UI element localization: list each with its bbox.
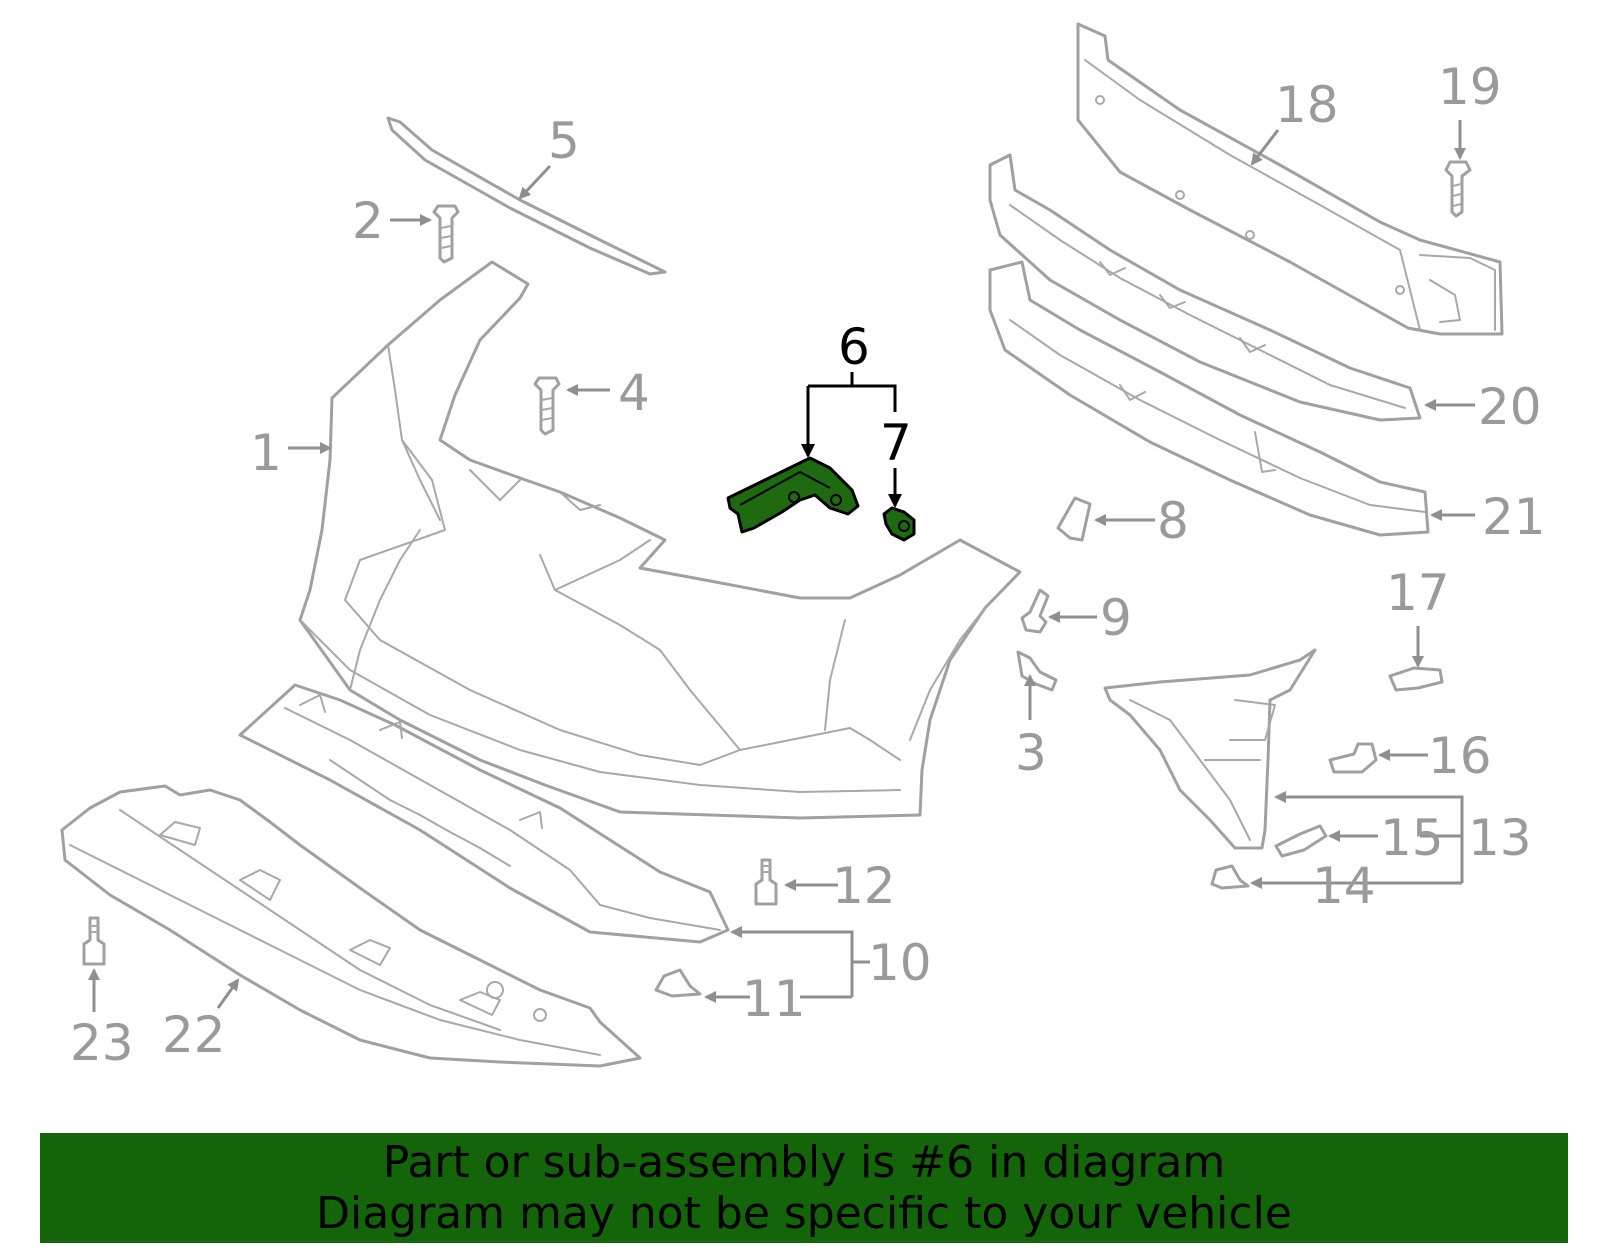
callout-8: 8 [1157,492,1189,550]
callout-7: 7 [880,414,912,472]
info-banner: Part or sub-assembly is #6 in diagram Di… [40,1133,1568,1243]
callout-16: 16 [1428,727,1492,785]
part-8-clip [1056,496,1092,542]
part-5-molding [386,116,667,276]
callout-22: 22 [162,1006,226,1064]
callout-6: 6 [838,318,870,376]
callout-13: 13 [1468,809,1532,867]
callout-5: 5 [548,112,580,170]
callout-15: 15 [1380,809,1444,867]
callout-21: 21 [1482,488,1546,546]
callout-2: 2 [352,192,384,250]
callout-4: 4 [618,364,650,422]
part-11-clip [654,968,702,998]
callout-18: 18 [1275,76,1339,134]
part-12-bolt [754,858,778,906]
callout-14: 14 [1312,857,1376,915]
part-15-clip [1274,824,1328,858]
callout-3: 3 [1015,724,1047,782]
callout-10: 10 [868,934,932,992]
part-3-clip [1016,650,1058,692]
part-14-clip [1210,864,1250,890]
callout-23: 23 [70,1014,134,1072]
part-7-clip [882,506,916,542]
callout-20: 20 [1478,378,1542,436]
part-9-bolt [1020,588,1050,634]
part-6-bracket [726,456,860,534]
part-21-lower-absorber [988,260,1430,537]
part-23-bolt [82,916,106,966]
callout-9: 9 [1100,589,1132,647]
part-10-under-cover [238,683,730,944]
callout-11: 11 [742,970,806,1028]
part-20-absorber [988,153,1422,422]
part-2-screw [432,204,460,264]
callout-labels: 1 2 3 4 5 6 7 8 9 10 11 12 13 14 15 16 1… [70,58,1546,1072]
part-17-clip [1388,666,1444,692]
part-16-bolt [1328,742,1378,774]
callout-12: 12 [832,857,896,915]
part-19-screw [1444,160,1472,218]
part-22-engine-cover [60,784,642,1068]
callout-1: 1 [250,424,282,482]
part-13-side-bracket [1103,648,1317,850]
part-4-screw [533,376,561,436]
banner-line-disclaimer: Diagram may not be specific to your vehi… [316,1188,1292,1239]
part-18-reinforcement [1076,22,1504,336]
callout-17: 17 [1386,564,1450,622]
leader-lines [88,120,1475,1012]
callout-19: 19 [1438,58,1502,116]
part-1-bumper-cover [298,260,1022,820]
banner-line-part-number: Part or sub-assembly is #6 in diagram [382,1137,1226,1188]
